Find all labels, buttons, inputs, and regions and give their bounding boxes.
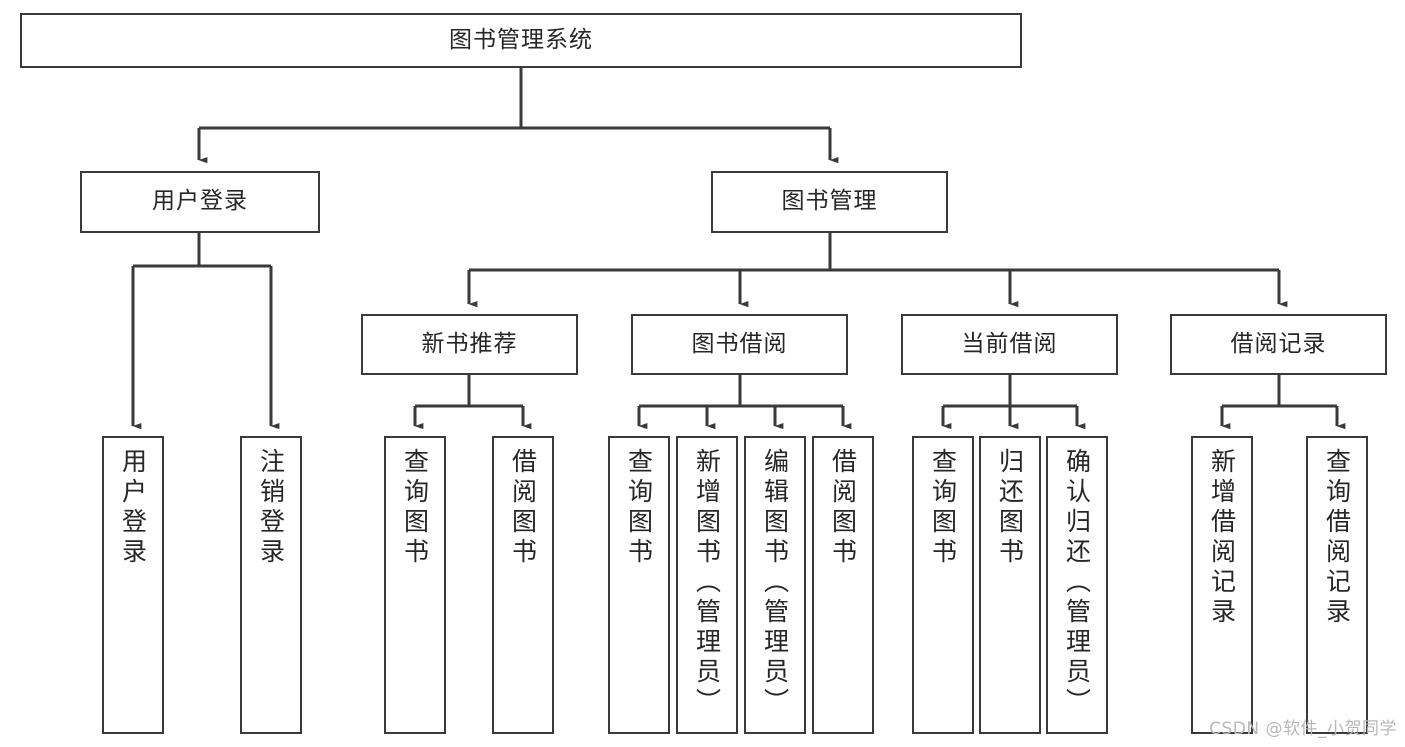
leaf-borrow-book-1[interactable]: 借阅图书 <box>492 436 554 734</box>
leaf-logout-login-label: 注销登录 <box>256 448 286 568</box>
node-new-book-recommend[interactable]: 新书推荐 <box>361 314 578 375</box>
leaf-query-book-1-label: 查询图书 <box>400 448 430 568</box>
leaf-borrow-book-2-label: 借阅图书 <box>828 448 858 568</box>
node-root[interactable]: 图书管理系统 <box>20 13 1022 68</box>
leaf-query-book-1[interactable]: 查询图书 <box>384 436 446 734</box>
node-user-login[interactable]: 用户登录 <box>80 171 320 233</box>
node-borrow-record[interactable]: 借阅记录 <box>1170 314 1387 375</box>
node-current-borrow-label: 当前借阅 <box>961 330 1058 357</box>
leaf-borrow-book-2[interactable]: 借阅图书 <box>812 436 874 734</box>
leaf-query-borrow-record-label: 查询借阅记录 <box>1322 448 1352 628</box>
node-root-label: 图书管理系统 <box>449 26 593 53</box>
leaf-logout-login[interactable]: 注销登录 <box>240 436 302 734</box>
leaf-add-borrow-record-label: 新增借阅记录 <box>1207 448 1237 628</box>
leaf-add-book[interactable]: 新增图书（管理员） <box>676 436 738 734</box>
leaf-query-borrow-record[interactable]: 查询借阅记录 <box>1306 436 1368 734</box>
node-book-management-label: 图书管理 <box>781 188 878 215</box>
node-borrow-record-label: 借阅记录 <box>1230 330 1327 357</box>
leaf-borrow-book-1-label: 借阅图书 <box>508 448 538 568</box>
leaf-query-book-2[interactable]: 查询图书 <box>608 436 670 734</box>
leaf-confirm-return-label: 确认归还（管理员） <box>1062 448 1092 718</box>
csdn-watermark: CSDN @软件_小贺同学 <box>1209 719 1397 739</box>
node-new-book-recommend-label: 新书推荐 <box>421 330 518 357</box>
leaf-user-login-label: 用户登录 <box>118 448 148 568</box>
leaf-add-book-label: 新增图书（管理员） <box>692 448 722 718</box>
leaf-edit-book-label: 编辑图书（管理员） <box>760 448 790 718</box>
leaf-confirm-return[interactable]: 确认归还（管理员） <box>1046 436 1108 734</box>
leaf-query-book-3-label: 查询图书 <box>928 448 958 568</box>
leaf-return-book-label: 归还图书 <box>995 448 1025 568</box>
leaf-user-login[interactable]: 用户登录 <box>102 436 164 734</box>
node-user-login-label: 用户登录 <box>152 188 248 215</box>
leaf-query-book-2-label: 查询图书 <box>624 448 654 568</box>
leaf-return-book[interactable]: 归还图书 <box>979 436 1041 734</box>
leaf-edit-book[interactable]: 编辑图书（管理员） <box>744 436 806 734</box>
node-book-borrow-label: 图书借阅 <box>691 330 788 357</box>
node-book-borrow[interactable]: 图书借阅 <box>631 314 848 375</box>
leaf-add-borrow-record[interactable]: 新增借阅记录 <box>1191 436 1253 734</box>
leaf-query-book-3[interactable]: 查询图书 <box>912 436 974 734</box>
node-current-borrow[interactable]: 当前借阅 <box>901 314 1118 375</box>
node-book-management[interactable]: 图书管理 <box>711 171 948 233</box>
